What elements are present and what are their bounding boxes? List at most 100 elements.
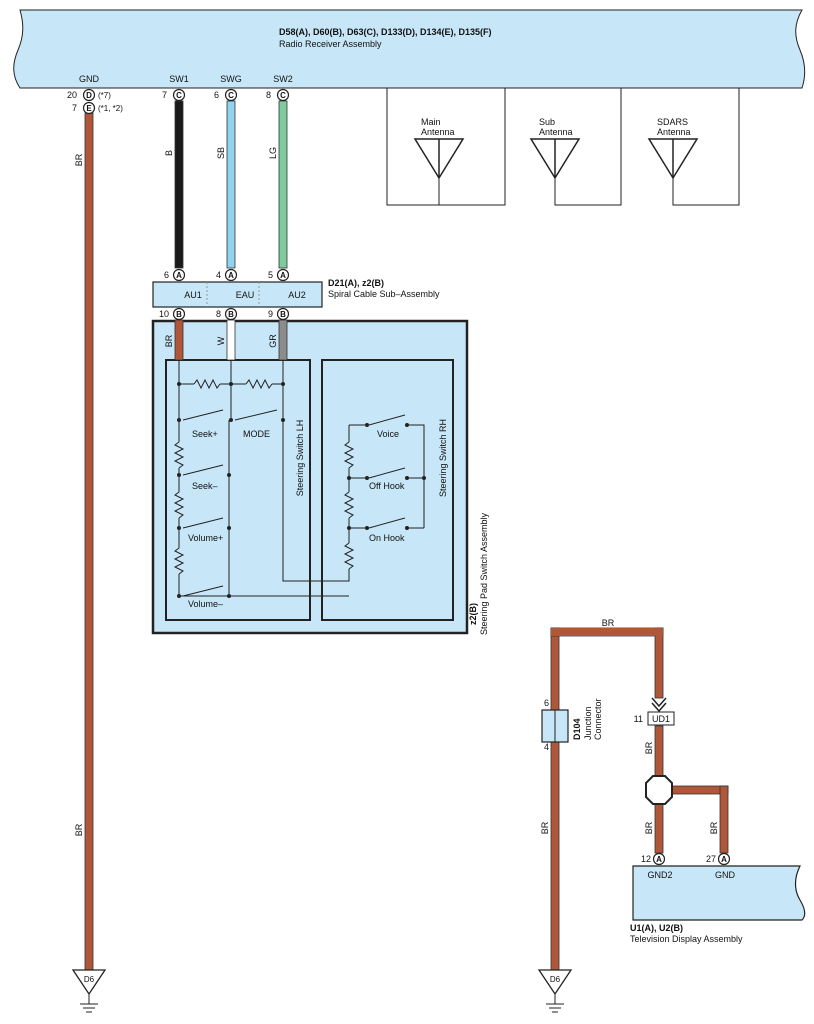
- spiral-cable-box: [152, 281, 323, 308]
- sdars-antenna-label-1: SDARS: [657, 117, 688, 127]
- svg-text:7: 7: [162, 90, 167, 100]
- radio-name: Radio Receiver Assembly: [279, 39, 382, 49]
- switch-volume-plus: Volume+: [188, 533, 223, 543]
- main-antenna-label-1: Main: [421, 117, 441, 127]
- svg-text:D: D: [86, 91, 92, 100]
- switch-seek-plus: Seek+: [192, 429, 218, 439]
- svg-text:C: C: [228, 91, 234, 100]
- sub-antenna-label-1: Sub: [539, 117, 555, 127]
- svg-text:12: 12: [641, 854, 651, 864]
- junction-code: D104: [572, 718, 582, 740]
- junction-pin-bottom: 4: [544, 742, 549, 752]
- spiral-codes: D21(A), z2(B): [328, 278, 384, 288]
- switch-mode: MODE: [243, 429, 270, 439]
- sdars-antenna-label-2: Antenna: [657, 127, 691, 137]
- steering-lh-label: Steering Switch LH: [295, 420, 305, 497]
- sub-antenna-icon: [529, 138, 581, 180]
- spiral-top-pin-3: 5 A: [268, 268, 290, 282]
- spiral-terminal-au1: AU1: [184, 290, 202, 300]
- switch-seek-minus: Seek–: [192, 481, 218, 491]
- spiral-top-pin-1: 6 A: [164, 268, 186, 282]
- steering-rh-nodes: [347, 423, 426, 530]
- ground-icon-right: [537, 969, 573, 1013]
- spiral-terminal-au2: AU2: [288, 290, 306, 300]
- wire-label-junction-down: BR: [540, 821, 550, 834]
- svg-text:5: 5: [268, 270, 273, 280]
- radio-pin-sw1-name: SW1: [169, 74, 189, 84]
- svg-text:9: 9: [268, 309, 273, 319]
- svg-text:C: C: [280, 91, 286, 100]
- wire-label-au1: BR: [164, 334, 174, 347]
- svg-text:6: 6: [214, 90, 219, 100]
- tv-assembly-box: [632, 865, 806, 921]
- radio-receiver-assembly: D58(A), D60(B), D63(C), D133(D), D134(E)…: [13, 9, 806, 89]
- ud1-pin-number: 11: [634, 714, 643, 724]
- svg-text:20: 20: [67, 90, 77, 100]
- tv-pin-gnd2: 12 A GND2: [641, 852, 673, 880]
- junction-name-2: Connector: [593, 698, 603, 740]
- antenna-wiring: [386, 88, 740, 206]
- junction-connector: [541, 709, 569, 743]
- tv-name: Television Display Assembly: [630, 934, 743, 944]
- steering-pad-box: [151, 319, 469, 635]
- radio-pin-swg-name: SWG: [220, 74, 242, 84]
- ground-label-right: D6: [550, 975, 561, 984]
- steering-code: z2(B): [468, 603, 478, 625]
- radio-pin-sw1: 7 C: [162, 88, 186, 102]
- svg-text:A: A: [228, 271, 234, 280]
- svg-text:6: 6: [164, 270, 169, 280]
- wire-label-tv-mid: BR: [644, 741, 654, 754]
- radio-pin-gnd: 20 D (*7): [67, 88, 111, 102]
- svg-text:A: A: [721, 855, 727, 864]
- wire-gnd: [84, 112, 94, 976]
- wire-label-tv-top: BR: [602, 618, 615, 628]
- svg-text:C: C: [176, 91, 182, 100]
- wire-au2: [278, 319, 288, 361]
- wire-label-gnd-lower: BR: [74, 823, 84, 836]
- wire-swg: [226, 100, 236, 269]
- svg-text:E: E: [86, 104, 92, 113]
- spiral-terminal-eau: EAU: [236, 290, 255, 300]
- svg-text:(*1, *2): (*1, *2): [98, 104, 123, 113]
- wire-label-sw2: LG: [268, 147, 278, 159]
- steering-lh-nodes: [177, 382, 285, 598]
- main-antenna-label-2: Antenna: [421, 127, 455, 137]
- wire-label-swg: SB: [216, 147, 226, 159]
- wire-au1: [174, 319, 184, 361]
- steering-rh-circuit: [343, 414, 425, 570]
- tv-codes: U1(A), U2(B): [630, 923, 683, 933]
- steering-rh-label: Steering Switch RH: [438, 419, 448, 497]
- tv-pin-gnd: 27 A GND: [706, 852, 736, 880]
- junction-pin-top: 6: [544, 698, 549, 708]
- svg-text:GND2: GND2: [647, 870, 672, 880]
- splice-point: [645, 775, 673, 805]
- steering-name: Steering Pad Switch Assembly: [479, 512, 489, 635]
- junction-name-1: Junction: [583, 706, 593, 740]
- svg-text:B: B: [228, 310, 234, 319]
- wire-sw2: [278, 100, 288, 269]
- sdars-antenna-icon: [647, 138, 699, 180]
- wire-label-au2: GR: [268, 334, 278, 348]
- ud1-label: UD1: [652, 714, 670, 724]
- svg-text:10: 10: [159, 309, 169, 319]
- svg-text:8: 8: [266, 90, 271, 100]
- spiral-bottom-pin-2: 8 B: [216, 307, 238, 321]
- radio-pin-gnd-name: GND: [79, 74, 100, 84]
- svg-text:27: 27: [706, 854, 716, 864]
- ud1-connector: [647, 697, 675, 726]
- ground-label-left: D6: [84, 975, 95, 984]
- svg-text:A: A: [656, 855, 662, 864]
- spiral-bottom-pin-1: 10 B: [159, 307, 186, 321]
- wire-label-tv-left: BR: [644, 821, 654, 834]
- svg-text:4: 4: [216, 270, 221, 280]
- radio-codes: D58(A), D60(B), D63(C), D133(D), D134(E)…: [279, 27, 492, 37]
- wire-eau: [226, 319, 236, 361]
- sub-antenna-label-2: Antenna: [539, 127, 573, 137]
- svg-text:A: A: [176, 271, 182, 280]
- svg-text:GND: GND: [715, 870, 736, 880]
- radio-pin-e7: 7 E (*1, *2): [72, 101, 123, 115]
- spiral-bottom-pin-3: 9 B: [268, 307, 290, 321]
- spiral-name: Spiral Cable Sub–Assembly: [328, 289, 440, 299]
- wire-label-tv-right: BR: [709, 821, 719, 834]
